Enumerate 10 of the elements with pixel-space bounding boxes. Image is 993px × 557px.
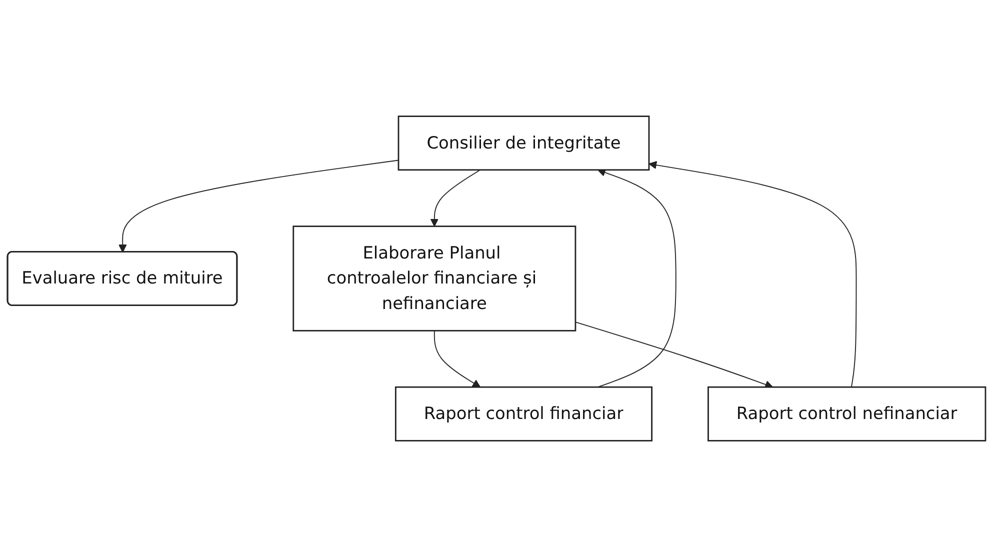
arrow (597, 168, 676, 388)
arrow (118, 160, 399, 253)
arrow (434, 330, 481, 388)
node-box: Consilier de integritate (398, 116, 650, 171)
node-box: Raport control nefinanciar (708, 386, 986, 442)
node-box: Raport control financiar (394, 386, 652, 442)
arrow (430, 169, 481, 227)
arrow (574, 322, 774, 388)
node-box: Elaborare Planul controalelor financiare și nefinanciare (292, 226, 576, 332)
arrow (648, 160, 857, 388)
